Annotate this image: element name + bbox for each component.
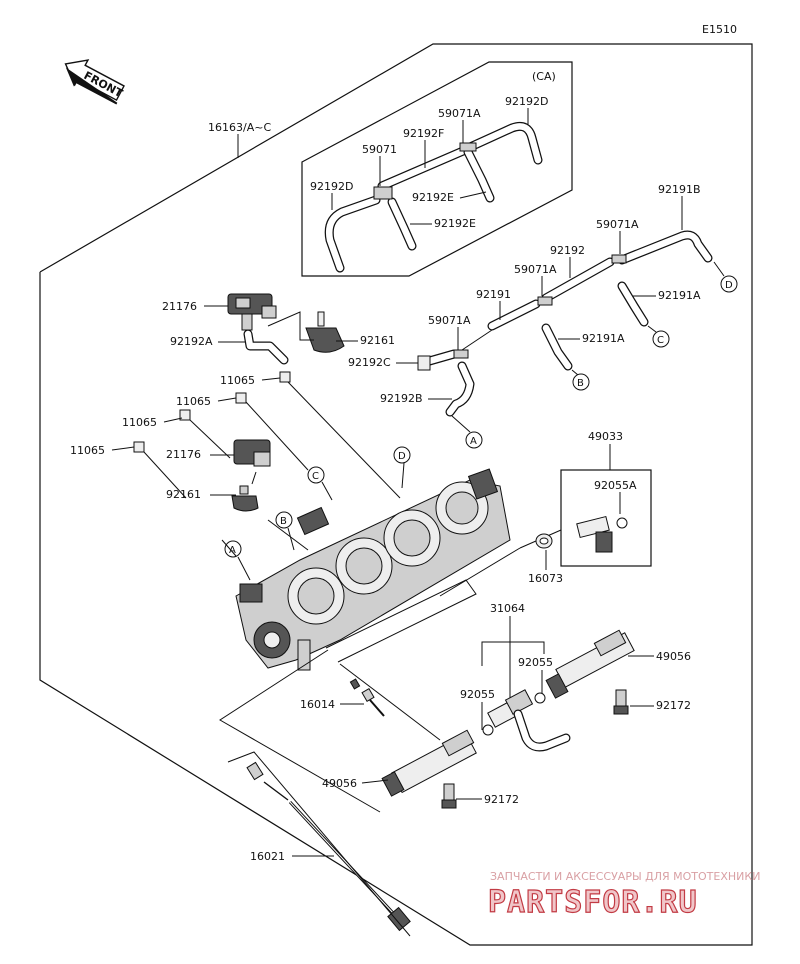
label-92192: 92192 bbox=[550, 244, 585, 257]
label-11065-4: 11065 bbox=[70, 444, 105, 457]
svg-text:A: A bbox=[229, 545, 236, 556]
label-92055a: 92055A bbox=[594, 479, 637, 492]
cap-11065-3 bbox=[179, 409, 191, 421]
label-11065-2: 11065 bbox=[176, 395, 211, 408]
svg-text:C: C bbox=[312, 471, 319, 482]
label-16014: 16014 bbox=[300, 698, 335, 711]
t-joint-1 bbox=[611, 254, 627, 264]
throttle-cable-16021 bbox=[246, 761, 411, 932]
fuel-rail-right bbox=[545, 629, 635, 715]
air-pressure-sensor-upper bbox=[227, 293, 289, 365]
label-16073: 16073 bbox=[528, 572, 563, 585]
label-92172-r: 92172 bbox=[656, 699, 691, 712]
label-31064: 31064 bbox=[490, 602, 525, 615]
label-92192d-left: 92192D bbox=[310, 180, 353, 193]
label-59071a-r1: 59071A bbox=[596, 218, 639, 231]
ca-t-joint-a bbox=[459, 142, 477, 152]
label-92192c: 92192C bbox=[348, 356, 391, 369]
fuel-joint-31064 bbox=[482, 689, 571, 752]
label-59071a-r3: 59071A bbox=[428, 314, 471, 327]
hose-cap-92192c bbox=[417, 355, 431, 371]
svg-text:A: A bbox=[470, 436, 477, 447]
label-92161-mid: 92161 bbox=[166, 488, 201, 501]
label-92192a: 92192A bbox=[170, 335, 213, 348]
front-arrow-icon: FRONT bbox=[64, 59, 125, 105]
label-49056-l: 49056 bbox=[322, 777, 357, 790]
diagram-code: E1510 bbox=[702, 23, 737, 36]
ref-marker-c-body: C bbox=[307, 466, 333, 501]
ca-hose-set bbox=[324, 121, 543, 273]
label-92191: 92191 bbox=[476, 288, 511, 301]
label-92161-top: 92161 bbox=[360, 334, 395, 347]
cap-11065-2 bbox=[235, 392, 247, 404]
label-92192d-top: 92192D bbox=[505, 95, 548, 108]
valve-cap-middle bbox=[231, 485, 259, 512]
label-16163: 16163/A~C bbox=[208, 121, 271, 134]
svg-text:B: B bbox=[577, 378, 584, 389]
throttle-body-assembly bbox=[235, 468, 511, 671]
t-joint-3 bbox=[453, 349, 469, 359]
svg-text:B: B bbox=[280, 516, 287, 527]
valve-cap-upper bbox=[305, 311, 345, 353]
assembly-frame bbox=[39, 43, 753, 946]
label-21176-top: 21176 bbox=[162, 300, 197, 313]
label-92192f: 92192F bbox=[403, 127, 444, 140]
label-59071-ca: 59071 bbox=[362, 143, 397, 156]
cap-11065-4 bbox=[133, 441, 145, 453]
label-92191b: 92191B bbox=[658, 183, 701, 196]
label-59071a-ca: 59071A bbox=[438, 107, 481, 120]
ref-marker-d-end: D bbox=[713, 261, 738, 293]
ref-marker-a-end: A bbox=[451, 415, 483, 449]
label-21176-mid: 21176 bbox=[166, 448, 201, 461]
label-59071a-r2: 59071A bbox=[514, 263, 557, 276]
screw-16014 bbox=[349, 678, 385, 717]
label-49033: 49033 bbox=[588, 430, 623, 443]
injector bbox=[576, 515, 628, 553]
svg-text:D: D bbox=[725, 280, 733, 291]
label-16021: 16021 bbox=[250, 850, 285, 863]
cap-11065-1 bbox=[279, 371, 291, 383]
seal-16073 bbox=[535, 533, 553, 549]
watermark-brand: PARTSFOR.RU bbox=[488, 885, 698, 920]
label-92191a-2: 92191A bbox=[582, 332, 625, 345]
label-11065-1: 11065 bbox=[220, 374, 255, 387]
t-joint-2 bbox=[537, 296, 553, 306]
ca-variant-label: (CA) bbox=[532, 70, 556, 83]
label-92192e-1: 92192E bbox=[412, 191, 454, 204]
label-92055-l: 92055 bbox=[460, 688, 495, 701]
label-92172-l: 92172 bbox=[484, 793, 519, 806]
ref-marker-d-body: D bbox=[393, 446, 411, 489]
ca-t-joint bbox=[373, 186, 393, 200]
ref-marker-c-end: C bbox=[647, 325, 670, 348]
air-pressure-sensor-middle bbox=[233, 439, 271, 467]
svg-text:D: D bbox=[398, 451, 406, 462]
label-49056-r: 49056 bbox=[656, 650, 691, 663]
watermark-caption: ЗАПЧАСТИ И АКСЕССУАРЫ ДЛЯ МОТОТЕХНИКИ bbox=[490, 870, 760, 883]
vacuum-hose-network bbox=[417, 230, 713, 417]
label-92191a-1: 92191A bbox=[658, 289, 701, 302]
label-92192b: 92192B bbox=[380, 392, 423, 405]
injector-kit-box bbox=[560, 469, 652, 567]
ref-marker-b-end: B bbox=[571, 369, 590, 391]
label-92192e-2: 92192E bbox=[434, 217, 476, 230]
fuel-rail-left bbox=[381, 729, 477, 809]
ref-marker-a-body: A bbox=[224, 540, 251, 581]
svg-text:C: C bbox=[657, 335, 664, 346]
label-11065-3: 11065 bbox=[122, 416, 157, 429]
label-92055-r: 92055 bbox=[518, 656, 553, 669]
ref-marker-b-body: B bbox=[275, 511, 295, 551]
ca-variant-box bbox=[301, 61, 573, 277]
